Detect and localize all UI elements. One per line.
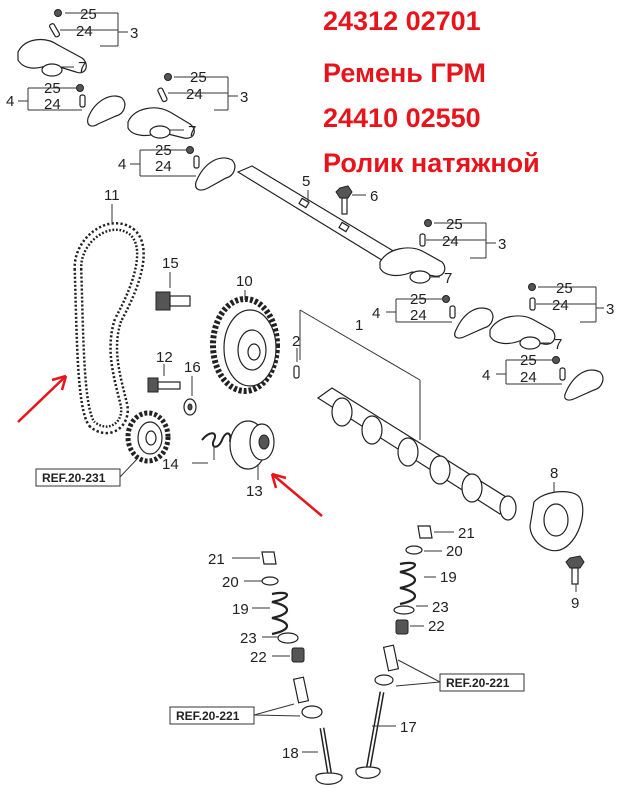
callout-19: 19 [440, 569, 457, 586]
crankshaft-sprocket [125, 410, 171, 464]
callout-24: 24 [155, 158, 172, 175]
label-timing-belt: Ремень ГРМ [323, 58, 486, 88]
valve-17: 17 [355, 691, 417, 779]
callout-25: 25 [190, 69, 207, 86]
rocker-arm-group-1b: 4 25 24 [6, 80, 126, 127]
valve-guide-right [374, 644, 400, 686]
callout-3: 3 [498, 236, 506, 253]
callout-3: 3 [130, 25, 138, 42]
callout-9: 9 [571, 595, 579, 612]
rocker-arm-group-1: 25 24 3 7 [17, 6, 138, 77]
red-arrow-tensioner [270, 472, 323, 517]
callout-25: 25 [44, 80, 61, 97]
svg-text:REF.20-221: REF.20-221 [446, 676, 510, 690]
callout-24: 24 [520, 369, 537, 386]
callout-23: 23 [432, 599, 449, 616]
callout-7: 7 [188, 123, 196, 140]
callout-13: 13 [246, 483, 263, 500]
callout-11: 11 [104, 187, 120, 204]
callout-8: 8 [550, 465, 558, 482]
callout-5: 5 [302, 173, 310, 190]
part-number-belt: 24312 02701 [323, 6, 481, 36]
callout-20: 20 [222, 574, 239, 591]
callout-7: 7 [78, 59, 86, 76]
callout-7: 7 [554, 336, 562, 353]
callout-4: 4 [372, 305, 380, 322]
callout-3: 3 [240, 89, 248, 106]
callout-7: 7 [444, 270, 452, 287]
callout-1: 1 [355, 317, 363, 334]
svg-text:REF.20-231: REF.20-231 [42, 471, 106, 485]
washer-16: 16 [183, 359, 201, 416]
callout-24: 24 [410, 307, 427, 324]
callout-25: 25 [155, 142, 172, 159]
camshaft-sprocket: 10 [210, 273, 280, 394]
rocker-arm-group-3b: 4 25 24 [372, 291, 494, 339]
rocker-arm-group-2b: 4 25 24 [118, 142, 236, 191]
callout-16: 16 [184, 359, 201, 376]
callout-21: 21 [208, 551, 225, 568]
ref-label-20-231: REF.20-231 [35, 457, 139, 487]
rocker-arm-group-4: 25 24 3 7 [489, 280, 614, 353]
bolt-12: 12 [147, 349, 181, 393]
label-tensioner-roller: Ролик натяжной [323, 148, 540, 178]
part-number-tensioner: 24410 02550 [323, 103, 481, 133]
bolt-15: 15 [155, 255, 191, 311]
callout-19: 19 [232, 601, 249, 618]
tensioner-roller: 13 [229, 420, 275, 500]
callout-4: 4 [118, 156, 126, 173]
callout-25: 25 [80, 6, 97, 23]
callout-24: 24 [442, 233, 459, 250]
callout-25: 25 [520, 352, 537, 369]
pin-2: 2 [292, 333, 300, 379]
callout-22: 22 [250, 649, 267, 666]
callout-23: 23 [240, 630, 257, 647]
callout-24: 24 [76, 23, 93, 40]
callout-4: 4 [6, 93, 14, 110]
valve-18: 18 [282, 727, 343, 785]
callout-20: 20 [446, 543, 463, 560]
callout-15: 15 [162, 255, 179, 272]
rocker-arm-group-2: 25 24 3 7 [127, 69, 248, 140]
callout-24: 24 [552, 297, 569, 314]
bolt-9: 9 [565, 555, 585, 612]
callout-24: 24 [44, 96, 61, 113]
cam-cover: 8 [529, 465, 584, 552]
callout-25: 25 [556, 280, 573, 297]
callout-25: 25 [446, 216, 463, 233]
camshaft: 1 [299, 309, 517, 521]
callout-2: 2 [292, 333, 300, 350]
valve-stack-right: 21 20 19 23 22 [393, 525, 475, 635]
callout-4: 4 [482, 367, 490, 384]
callout-24: 24 [186, 86, 203, 103]
tensioner-spring: 14 [162, 432, 232, 473]
ref-label-20-221-right: REF.20-221 [395, 659, 525, 692]
rocker-arm-group-4b: 4 25 24 [482, 352, 604, 401]
svg-text:REF.20-221: REF.20-221 [176, 709, 240, 723]
callout-21: 21 [458, 525, 475, 542]
callout-6: 6 [370, 188, 378, 205]
red-arrow-belt [17, 374, 68, 423]
callout-12: 12 [156, 349, 173, 366]
callout-3: 3 [606, 301, 614, 318]
callout-22: 22 [428, 618, 445, 635]
timing-belt: 11 [73, 187, 145, 435]
callout-18: 18 [282, 745, 299, 762]
ref-label-20-221-left: REF.20-221 [169, 703, 301, 725]
rocker-shaft: 5 [236, 165, 396, 263]
callout-10: 10 [236, 273, 253, 290]
valve-guide-left [292, 676, 323, 719]
callout-25: 25 [410, 291, 427, 308]
bolt-6: 6 [335, 185, 378, 215]
callout-17: 17 [400, 719, 417, 736]
callout-14: 14 [162, 456, 179, 473]
rocker-arm-group-3: 25 24 3 7 [379, 216, 506, 287]
valve-stack-left: 21 20 19 23 22 [208, 551, 305, 666]
